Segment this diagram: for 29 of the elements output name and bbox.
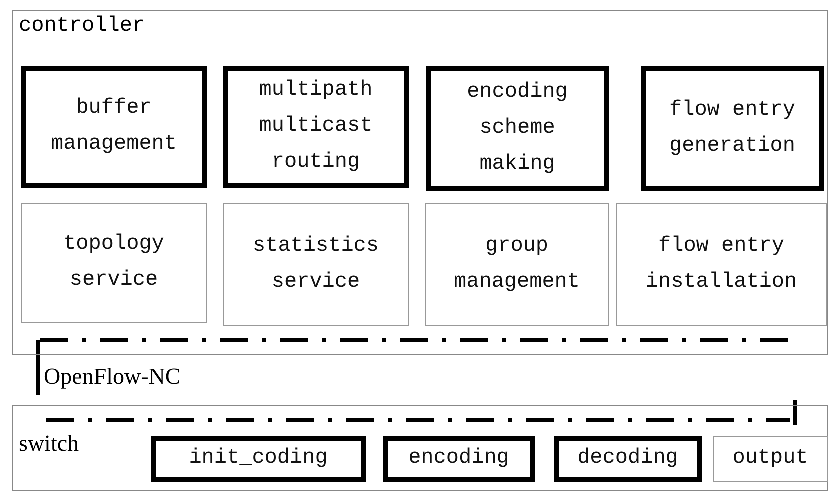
service-box [713,436,828,482]
switch-panel [12,405,828,491]
panel-title: controller [19,14,146,40]
panel-title: switch [19,430,80,458]
box-label: topology service [62,232,166,294]
box-label: encoding scheme making [466,80,569,178]
function-box [383,436,535,482]
function-box [426,66,609,191]
service-box [616,203,827,326]
box-label: flow entry installation [644,234,798,296]
box-label: decoding [576,446,680,472]
function-box [554,436,702,482]
function-box [151,436,366,482]
box-label: encoding [408,446,510,472]
service-box [223,203,409,326]
box-label: flow entry generation [668,98,797,160]
controller-panel [12,10,828,355]
box-label: group management [452,234,582,296]
function-box [21,66,207,188]
function-box [641,66,824,191]
panel-title: OpenFlow-NC [44,363,181,391]
service-box [21,203,207,323]
service-box [425,203,609,326]
function-box [223,66,409,188]
box-label: buffer management [50,96,178,158]
box-label: init_coding [188,446,329,472]
box-label: output [732,446,810,472]
box-label: statistics service [252,234,380,296]
box-label: multipath multicast routing [258,78,374,176]
